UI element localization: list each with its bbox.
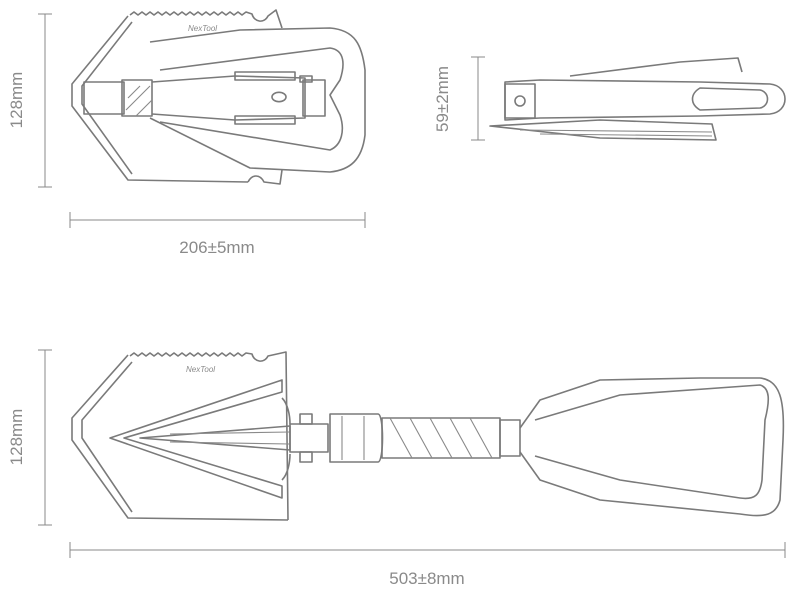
unfolded-length-dimension [69, 542, 786, 558]
unfolded-brand-logo: NexTool [186, 365, 215, 374]
side-thickness-dimension [471, 56, 485, 141]
folded-brand-logo: NexTool [188, 24, 217, 33]
side-view-drawing [489, 57, 786, 141]
folded-shovel-drawing: NexTool [71, 9, 366, 185]
folded-width-label: 206±5mm [179, 238, 254, 257]
unfolded-height-label: 128mm [7, 409, 26, 466]
folded-width-dimension [69, 212, 366, 228]
unfolded-length-label: 503±8mm [389, 569, 464, 588]
folded-height-dimension [38, 13, 52, 188]
unfolded-shovel-drawing: NexTool [71, 351, 785, 521]
folded-height-label: 128mm [7, 72, 26, 129]
unfolded-height-dimension [38, 349, 52, 526]
side-thickness-label: 59±2mm [433, 66, 452, 132]
